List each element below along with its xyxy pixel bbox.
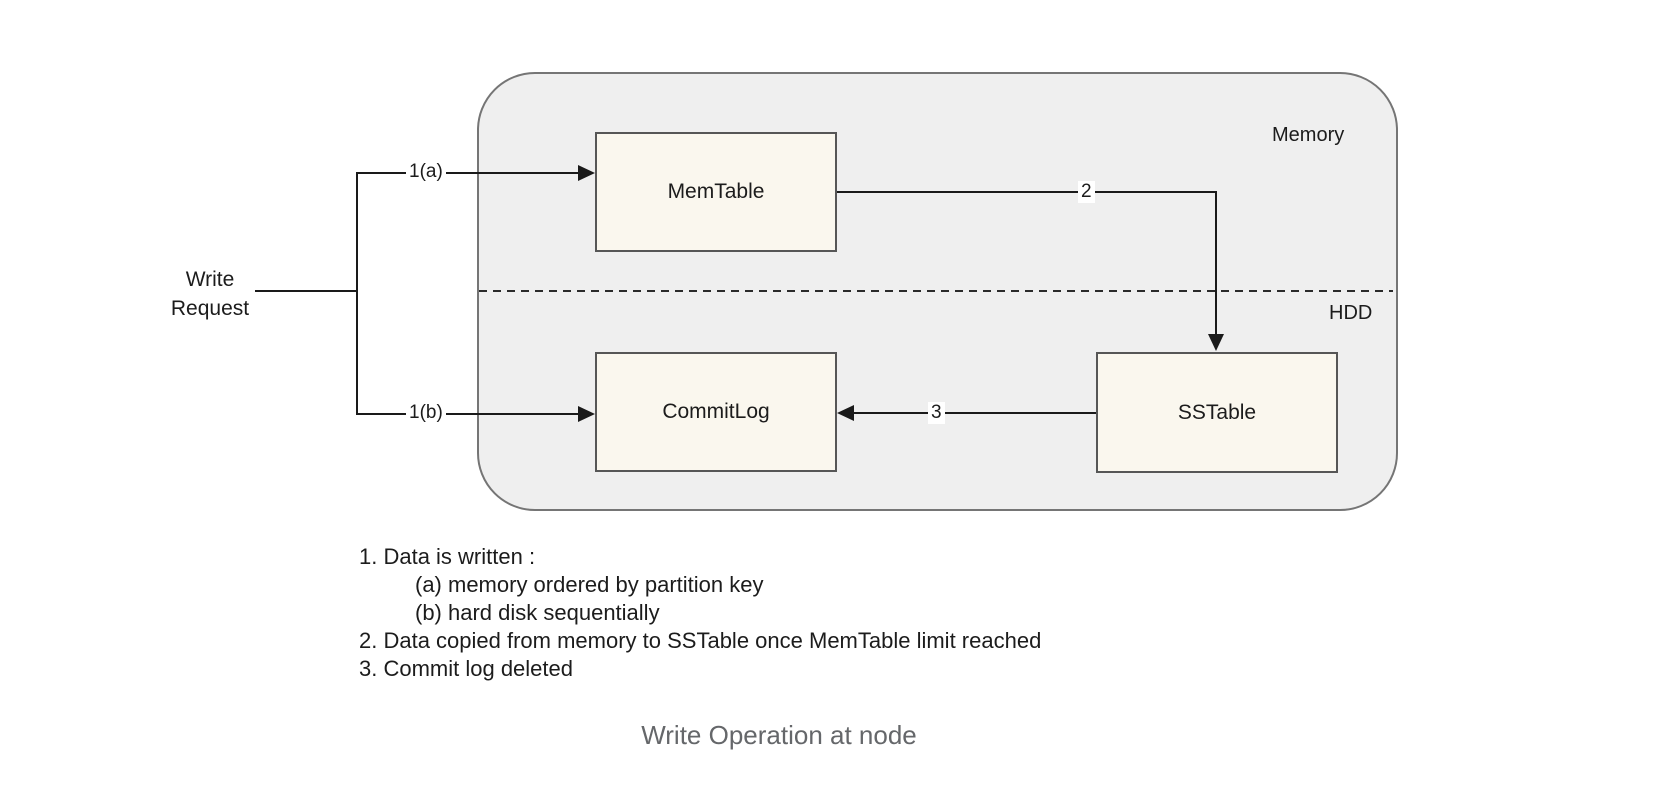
note-line-3: 3. Commit log deleted — [359, 656, 573, 681]
memtable-node: MemTable — [595, 132, 837, 252]
write-request-label: Write Request — [145, 265, 275, 323]
write-request-line1: Write — [185, 268, 235, 291]
note-line-2: 2. Data copied from memory to SSTable on… — [359, 628, 1042, 653]
commitlog-node-label: CommitLog — [662, 400, 770, 423]
edge-2-vline — [1215, 191, 1217, 335]
sstable-node-label: SSTable — [1177, 400, 1257, 424]
hdd-zone-label: HDD — [1329, 302, 1373, 324]
edge-1b-arrowhead-icon — [578, 406, 595, 422]
edge-write-request-stem — [255, 290, 357, 292]
edge-1a-label: 1(a) — [406, 161, 446, 183]
edge-1a-line — [356, 172, 580, 174]
image-caption: Write Operation at node — [641, 720, 917, 750]
memory-zone-label: Memory — [1272, 124, 1345, 146]
commitlog-node: CommitLog — [595, 352, 837, 472]
edge-2-arrowhead-icon — [1208, 334, 1224, 351]
edge-branch-vertical — [356, 172, 358, 415]
edge-2-hline — [837, 191, 1217, 193]
note-line-1b: (b) hard disk sequentially — [415, 600, 660, 625]
write-request-line2: Request — [170, 297, 250, 320]
edge-1a-arrowhead-icon — [578, 165, 595, 181]
edge-1b-line — [356, 413, 580, 415]
edge-3-line — [852, 412, 1096, 414]
memtable-node-label: MemTable — [667, 180, 765, 203]
notes-list: 1. Data is written : (a) memory ordered … — [359, 543, 1041, 683]
sstable-node: SSTable — [1096, 352, 1338, 473]
note-line-1: 1. Data is written : — [359, 544, 536, 569]
edge-3-arrowhead-icon — [837, 405, 854, 421]
note-line-1a: (a) memory ordered by partition key — [415, 572, 764, 597]
edge-1b-label: 1(b) — [406, 402, 446, 424]
edge-3-label: 3 — [928, 402, 945, 424]
edge-2-label: 2 — [1078, 181, 1095, 203]
memory-hdd-divider — [479, 290, 1393, 292]
